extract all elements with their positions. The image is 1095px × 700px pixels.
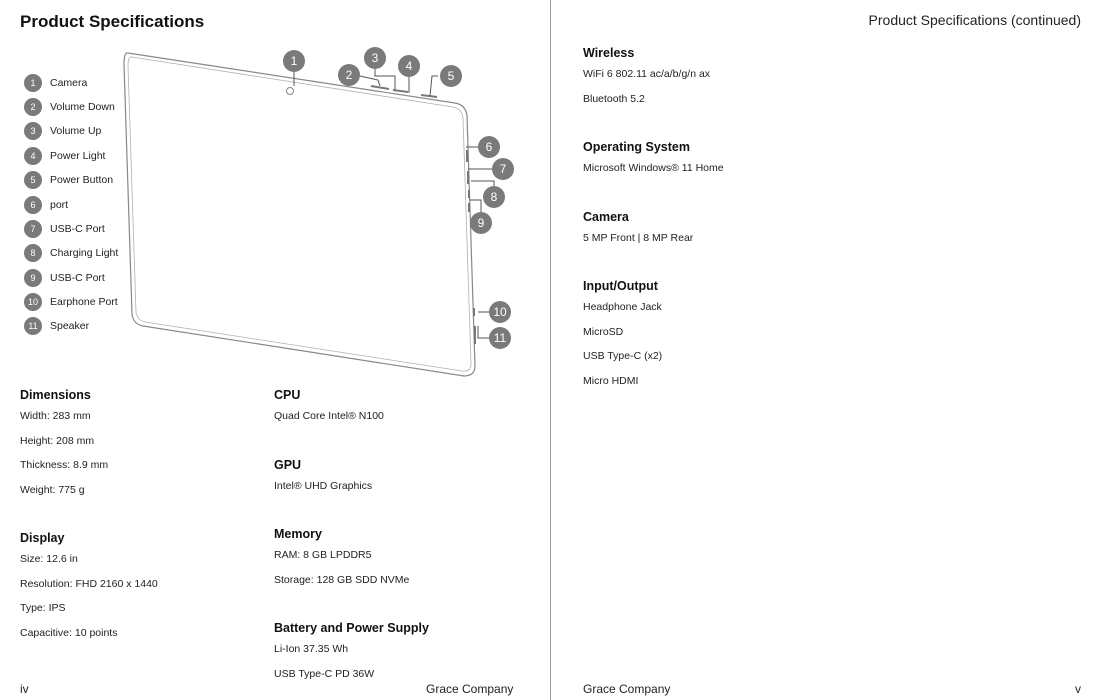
spec-gpu: GPU Intel® UHD Graphics <box>274 458 372 505</box>
legend-label: Speaker <box>50 320 90 332</box>
legend-label: USB-C Port <box>50 272 105 284</box>
callout-9-usb-c-port: 9 <box>470 212 492 234</box>
page-number: iv <box>20 682 29 696</box>
spec-line: Weight: 775 g <box>20 483 85 496</box>
spec-battery: Battery and Power Supply Li-Ion 37.35 Wh… <box>274 621 429 692</box>
spec-line: Quad Core Intel® N100 <box>274 410 384 422</box>
right-page: Product Specifications (continued) Wirel… <box>551 0 1095 700</box>
callout-1-camera: 1 <box>283 50 305 72</box>
spec-heading: Camera <box>583 210 629 224</box>
spec-input-output: Input/Output Headphone Jack MicroSD USB … <box>583 279 662 399</box>
spec-line: Type: IPS <box>20 602 66 614</box>
spec-camera: Camera 5 MP Front | 8 MP Rear <box>583 210 693 257</box>
legend-number-badge: 6 <box>24 196 42 214</box>
legend-label: USB-C Port <box>50 223 105 235</box>
spec-line: Intel® UHD Graphics <box>274 480 373 492</box>
legend-item: 5 Power Button <box>24 171 113 189</box>
legend-number-badge: 3 <box>24 122 42 140</box>
tablet-illustration <box>123 52 495 377</box>
legend-number-badge: 4 <box>24 147 42 165</box>
spec-line: Capacitive: 10 points <box>20 626 118 639</box>
spec-cpu: CPU Quad Core Intel® N100 <box>274 388 384 435</box>
spec-line: Li-Ion 37.35 Wh <box>274 643 349 655</box>
callout-2-volume-down: 2 <box>338 64 360 86</box>
callout-11-speaker: 11 <box>489 327 511 349</box>
spec-heading: GPU <box>274 458 302 472</box>
footer-company: Grace Company <box>426 682 514 696</box>
legend-number-badge: 9 <box>24 269 42 287</box>
spec-heading: Input/Output <box>583 279 658 293</box>
spec-line: Storage: 128 GB SDD NVMe <box>274 573 410 586</box>
callout-3-volume-up: 3 <box>364 47 386 69</box>
callout-6-port: 6 <box>478 136 500 158</box>
spec-line: WiFi 6 802.11 ac/a/b/g/n ax <box>583 68 711 80</box>
spec-line: RAM: 8 GB LPDDR5 <box>274 549 372 561</box>
spec-line: USB Type-C PD 36W <box>274 667 375 680</box>
spec-line: Headphone Jack <box>583 301 662 313</box>
legend-item: 3 Volume Up <box>24 122 101 140</box>
footer-company: Grace Company <box>583 682 671 696</box>
spec-heading: Dimensions <box>20 388 91 402</box>
page-divider <box>550 0 551 700</box>
spec-heading: Memory <box>274 527 322 541</box>
spec-line: Size: 12.6 in <box>20 553 78 565</box>
legend-label: Charging Light <box>50 247 119 259</box>
legend-label: Power Button <box>50 174 114 186</box>
legend-item: 9 USB-C Port <box>24 269 105 287</box>
legend-number-badge: 2 <box>24 98 42 116</box>
legend-number-badge: 5 <box>24 171 42 189</box>
page-title: Product Specifications <box>20 12 205 31</box>
callout-8-charging-light: 8 <box>483 186 505 208</box>
spec-line: MicroSD <box>583 325 624 338</box>
left-page: Product Specifications 1 2 3 4 5 6 7 8 9 <box>20 12 514 696</box>
legend-item: 8 Charging Light <box>24 244 118 262</box>
legend-number-badge: 11 <box>24 317 42 335</box>
spec-heading: Wireless <box>583 46 635 60</box>
spec-operating-system: Operating System Microsoft Windows® 11 H… <box>583 140 724 187</box>
spec-line: Microsoft Windows® 11 Home <box>583 162 724 174</box>
spec-line: Thickness: 8.9 mm <box>20 459 109 471</box>
spec-line: Micro HDMI <box>583 374 639 387</box>
callout-10-earphone-port: 10 <box>489 301 511 323</box>
legend-label: Volume Up <box>50 125 102 137</box>
callout-5-power-button: 5 <box>440 65 462 87</box>
legend-label: port <box>50 199 69 211</box>
legend-item: 7 USB-C Port <box>24 220 105 238</box>
callout-4-power-light: 4 <box>398 55 420 77</box>
page-title-continued: Product Specifications (continued) <box>868 12 1081 28</box>
spec-line: Resolution: FHD 2160 x 1440 <box>20 577 158 590</box>
spec-display: Display Size: 12.6 in Resolution: FHD 21… <box>20 531 158 651</box>
legend-item: 1 Camera <box>24 74 87 92</box>
spec-heading: CPU <box>274 388 301 402</box>
spec-line: USB Type-C (x2) <box>583 350 663 362</box>
legend-number-badge: 7 <box>24 220 42 238</box>
legend-number-badge: 1 <box>24 74 42 92</box>
legend-number-badge: 8 <box>24 244 42 262</box>
spec-line: 5 MP Front | 8 MP Rear <box>583 232 694 244</box>
legend-item: 4 Power Light <box>24 147 105 165</box>
spec-dimensions: Dimensions Width: 283 mm Height: 208 mm … <box>20 388 108 508</box>
legend-item: 2 Volume Down <box>24 98 115 116</box>
legend-label: Power Light <box>50 150 106 162</box>
spec-line: Bluetooth 5.2 <box>583 92 645 105</box>
spec-heading: Battery and Power Supply <box>274 621 429 635</box>
legend-number-badge: 10 <box>24 293 42 311</box>
callout-7-usb-c-port: 7 <box>492 158 514 180</box>
spec-memory: Memory RAM: 8 GB LPDDR5 Storage: 128 GB … <box>274 527 409 598</box>
spec-line: Width: 283 mm <box>20 410 91 422</box>
legend-item: 11 Speaker <box>24 317 89 335</box>
spec-heading: Operating System <box>583 140 690 154</box>
page-number: v <box>1075 682 1081 696</box>
legend-item: 10 Earphone Port <box>24 293 118 311</box>
spec-heading: Display <box>20 531 65 545</box>
spec-wireless: Wireless WiFi 6 802.11 ac/a/b/g/n ax Blu… <box>583 46 710 117</box>
legend-label: Volume Down <box>50 101 115 113</box>
legend-label: Camera <box>50 77 88 89</box>
spec-line: Height: 208 mm <box>20 434 95 447</box>
legend-label: Earphone Port <box>50 296 118 308</box>
legend-item: 6 port <box>24 196 68 214</box>
